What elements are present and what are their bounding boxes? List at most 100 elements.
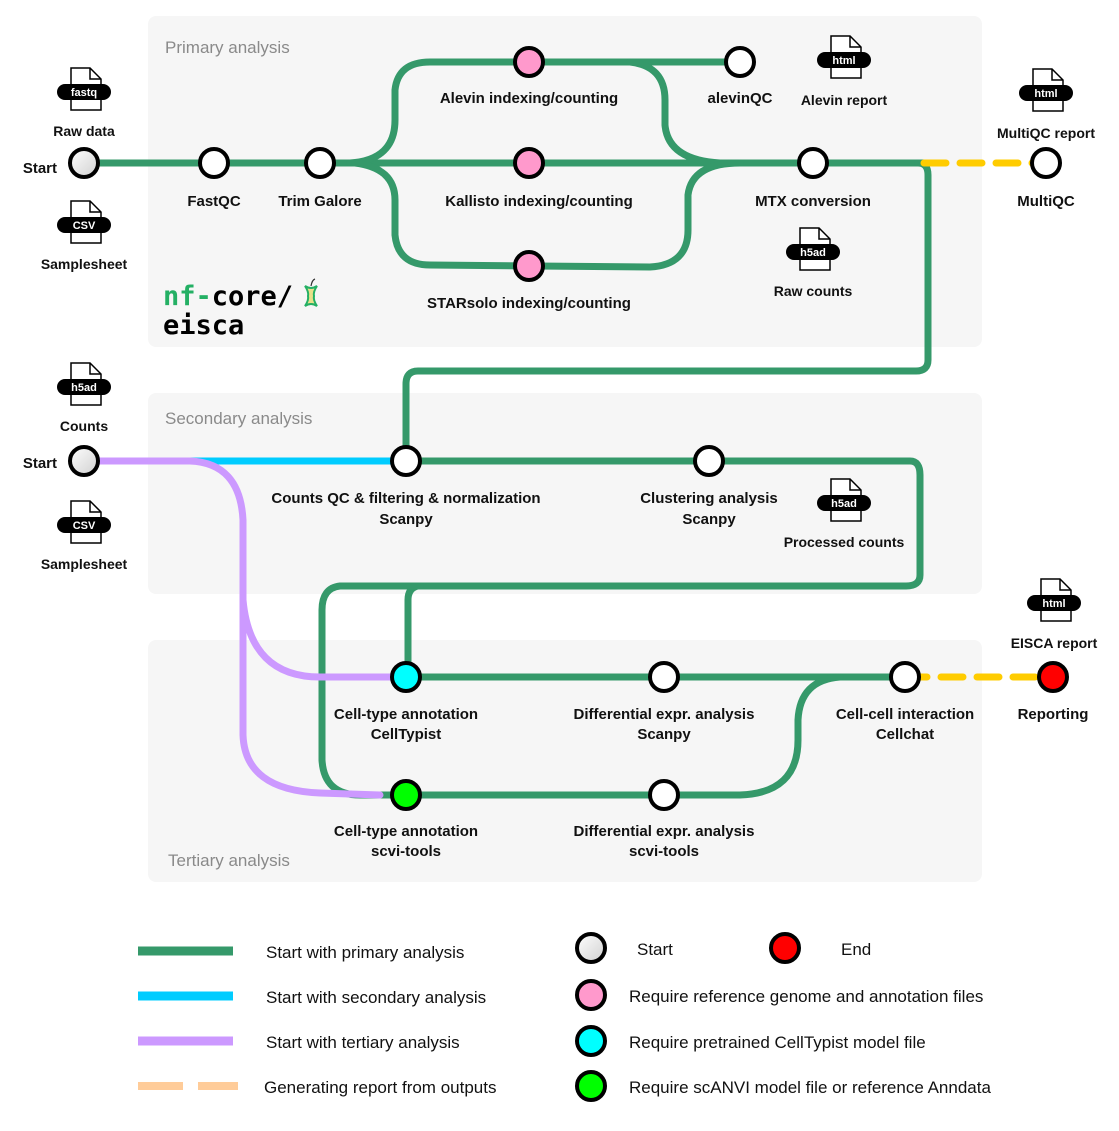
scvi-annotation-node[interactable] [390, 779, 422, 811]
counts-label: Counts [60, 418, 108, 434]
clustering-node[interactable] [693, 445, 725, 477]
de-scvi-label-line2: scvi-tools [629, 843, 699, 860]
reporting-label: Reporting [1018, 706, 1089, 723]
legend-start-node [575, 932, 607, 964]
multiqc-report-file-tag: html [1034, 88, 1057, 100]
scvi-annotation-label-line1: Cell-type annotation [334, 823, 478, 840]
counts-file-icon: h5ad [56, 362, 112, 406]
multiqc-report-label: MultiQC report [997, 125, 1095, 141]
celltypist-node[interactable] [390, 661, 422, 693]
reporting-node[interactable] [1037, 661, 1069, 693]
clustering-label-line1: Clustering analysis [640, 490, 778, 507]
secondary-samplesheet-file-tag: CSV [73, 520, 96, 532]
scvi-annotation-label-line2: scvi-tools [371, 843, 441, 860]
tertiary-track-scvi-row [402, 673, 844, 799]
mtx-conversion-label: MTX conversion [755, 193, 871, 210]
de-scanpy-node[interactable] [648, 661, 680, 693]
logo-core: core/ [212, 281, 293, 312]
clustering-label-line2: Scanpy [682, 511, 736, 528]
fastqc-label: FastQC [187, 193, 241, 210]
multiqc-label: MultiQC [1017, 193, 1075, 210]
alevin-report-file-tag: html [832, 55, 855, 67]
raw-counts-file-tag: h5ad [800, 247, 826, 259]
cellchat-node[interactable] [889, 661, 921, 693]
fastqc-node[interactable] [198, 147, 230, 179]
de-scvi-node[interactable] [648, 779, 680, 811]
secondary-samplesheet-file-icon: CSV [56, 500, 112, 544]
raw-data-file-icon: fastq [56, 67, 112, 111]
alevin-report-label: Alevin report [801, 92, 888, 108]
secondary-samplesheet-label: Samplesheet [41, 556, 128, 572]
processed-counts-file-tag: h5ad [831, 498, 857, 510]
raw-data-file-tag: fastq [71, 87, 97, 99]
counts-qc-label-line2: Scanpy [379, 511, 433, 528]
celltypist-label-line2: CellTypist [371, 726, 442, 743]
secondary-analysis-panel [148, 393, 982, 594]
legend-celltypist-label: Require pretrained CellTypist model file [629, 1033, 926, 1052]
tertiary-track-scvi [239, 596, 384, 799]
alevin-report-file-icon: html [816, 35, 872, 79]
raw-data-label: Raw data [53, 123, 115, 139]
kallisto-label: Kallisto indexing/counting [445, 193, 633, 210]
kallisto-node[interactable] [513, 147, 545, 179]
primary-to-secondary-connector [402, 159, 932, 465]
cellchat-label-line1: Cell-cell interaction [836, 706, 974, 723]
primary-analysis-panel [148, 16, 982, 347]
legend-reference-node [575, 979, 607, 1011]
primary-samplesheet-file-icon: CSV [56, 200, 112, 244]
starsolo-label: STARsolo indexing/counting [427, 295, 631, 312]
raw-counts-file-icon: h5ad [785, 227, 841, 271]
tertiary-analysis-title: Tertiary analysis [168, 851, 290, 870]
legend-end-node [769, 932, 801, 964]
alevinqc-label: alevinQC [707, 90, 772, 107]
counts-file-tag: h5ad [71, 382, 97, 394]
alevinqc-node[interactable] [724, 46, 756, 78]
primary-track-alevin-branch [346, 58, 744, 167]
legend-primary-label: Start with primary analysis [266, 943, 464, 962]
logo-name: eisca [163, 310, 244, 341]
secondary-start-node[interactable] [68, 445, 100, 477]
secondary-analysis-title: Secondary analysis [165, 409, 312, 428]
counts-qc-label-line1: Counts QC & filtering & normalization [271, 490, 540, 507]
tertiary-analysis-panel [148, 640, 982, 882]
apple-core-icon [304, 278, 318, 307]
legend-scanvi-node [575, 1070, 607, 1102]
mtx-conversion-node[interactable] [797, 147, 829, 179]
nf-core-eisca-logo: nf-core/ eisca [163, 278, 318, 341]
primary-track-starsolo-branch [351, 159, 744, 271]
alevin-node[interactable] [513, 46, 545, 78]
legend-secondary-label: Start with secondary analysis [266, 988, 486, 1007]
legend-start-label: Start [637, 940, 673, 959]
primary-start-label: Start [23, 160, 57, 177]
primary-track-alevin-merge [626, 58, 724, 167]
legend: Start with primary analysis Start with s… [138, 932, 991, 1102]
trim-galore-label: Trim Galore [278, 193, 361, 210]
legend-tertiary-label: Start with tertiary analysis [266, 1033, 460, 1052]
eisca-report-label: EISCA report [1011, 635, 1098, 651]
primary-start-node[interactable] [68, 147, 100, 179]
primary-samplesheet-label: Samplesheet [41, 256, 128, 272]
alevin-label: Alevin indexing/counting [440, 90, 618, 107]
multiqc-report-file-icon: html [1018, 68, 1074, 112]
celltypist-label-line1: Cell-type annotation [334, 706, 478, 723]
svg-text:nf-core/: nf-core/ [163, 281, 293, 312]
de-scanpy-label-line1: Differential expr. analysis [574, 706, 755, 723]
de-scvi-label-line1: Differential expr. analysis [574, 823, 755, 840]
legend-reference-label: Require reference genome and annotation … [629, 987, 983, 1006]
de-scanpy-label-line2: Scanpy [637, 726, 691, 743]
counts-qc-node[interactable] [390, 445, 422, 477]
processed-counts-file-icon: h5ad [816, 478, 872, 522]
primary-samplesheet-file-tag: CSV [73, 220, 96, 232]
multiqc-node[interactable] [1030, 147, 1062, 179]
starsolo-node[interactable] [513, 250, 545, 282]
legend-scanvi-label: Require scANVI model file or reference A… [629, 1078, 991, 1097]
legend-celltypist-node [575, 1025, 607, 1057]
secondary-start-label: Start [23, 455, 57, 472]
legend-end-label: End [841, 940, 871, 959]
eisca-report-file-tag: html [1042, 598, 1065, 610]
trim-galore-node[interactable] [304, 147, 336, 179]
primary-analysis-title: Primary analysis [165, 38, 290, 57]
eisca-report-file-icon: html [1026, 578, 1082, 622]
legend-report-label: Generating report from outputs [264, 1078, 496, 1097]
